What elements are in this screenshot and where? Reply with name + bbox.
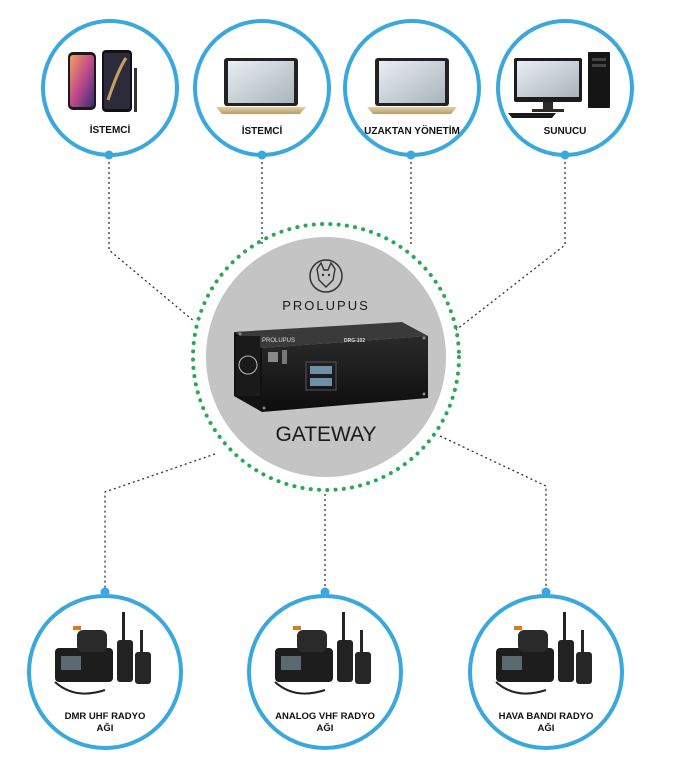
connector-top-1 xyxy=(108,157,196,323)
node-port-dot xyxy=(257,150,267,160)
top-node-3: UZAKTAN YÖNETİM xyxy=(343,19,481,160)
laptop-icon xyxy=(216,58,306,114)
gateway-brand: PROLUPUS xyxy=(282,298,370,313)
top-node-label: İSTEMCİ xyxy=(90,123,131,136)
bottom-node-label-line2: AĞI xyxy=(538,722,555,734)
gateway-dotted-ring xyxy=(191,222,461,492)
radio-set-icon xyxy=(495,612,592,695)
top-node-2: İSTEMCİ xyxy=(193,19,331,160)
top-node-label: UZAKTAN YÖNETİM xyxy=(364,124,460,137)
laptop-icon xyxy=(367,58,457,114)
wolf-logo-icon xyxy=(309,259,343,293)
top-node-4: SUNUCU xyxy=(496,19,634,160)
connector-bottom-1 xyxy=(104,453,216,590)
connector-bottom-3 xyxy=(439,435,547,590)
top-node-label: SUNUCU xyxy=(544,126,587,137)
gateway-title: GATEWAY xyxy=(275,423,376,446)
device-model: DRG-102 xyxy=(344,338,365,344)
connector-lines xyxy=(104,157,566,590)
smartphone-icon xyxy=(68,50,137,112)
bottom-node-label-line2: AĞI xyxy=(317,722,334,734)
bottom-node-2: ANALOG VHF RADYO AĞI xyxy=(247,587,403,750)
node-port-dot xyxy=(406,150,416,160)
gateway-node: PROLUPUS PROLUPUS DRG-102 GATEWAY xyxy=(191,222,461,492)
radio-set-icon xyxy=(274,612,371,695)
radio-set-icon xyxy=(54,612,151,695)
bottom-node-label-line1: DMR UHF RADYO xyxy=(65,711,146,722)
bottom-node-label-line2: AĞI xyxy=(97,722,114,734)
top-node-label: İSTEMCİ xyxy=(242,124,283,137)
top-node-1: İSTEMCİ xyxy=(41,19,179,160)
desktop-computer-icon xyxy=(508,52,610,118)
bottom-node-3: HAVA BANDI RADYO AĞI xyxy=(468,587,624,750)
gateway-device-icon: PROLUPUS DRG-102 xyxy=(234,322,428,412)
bottom-node-1: DMR UHF RADYO AĞI xyxy=(27,587,183,750)
bottom-node-label-line1: ANALOG VHF RADYO xyxy=(275,711,375,722)
bottom-node-label-line1: HAVA BANDI RADYO xyxy=(499,711,594,722)
node-port-dot xyxy=(560,150,570,160)
device-brand: PROLUPUS xyxy=(262,338,295,344)
connector-top-4 xyxy=(455,157,566,331)
node-port-dot xyxy=(104,150,114,160)
